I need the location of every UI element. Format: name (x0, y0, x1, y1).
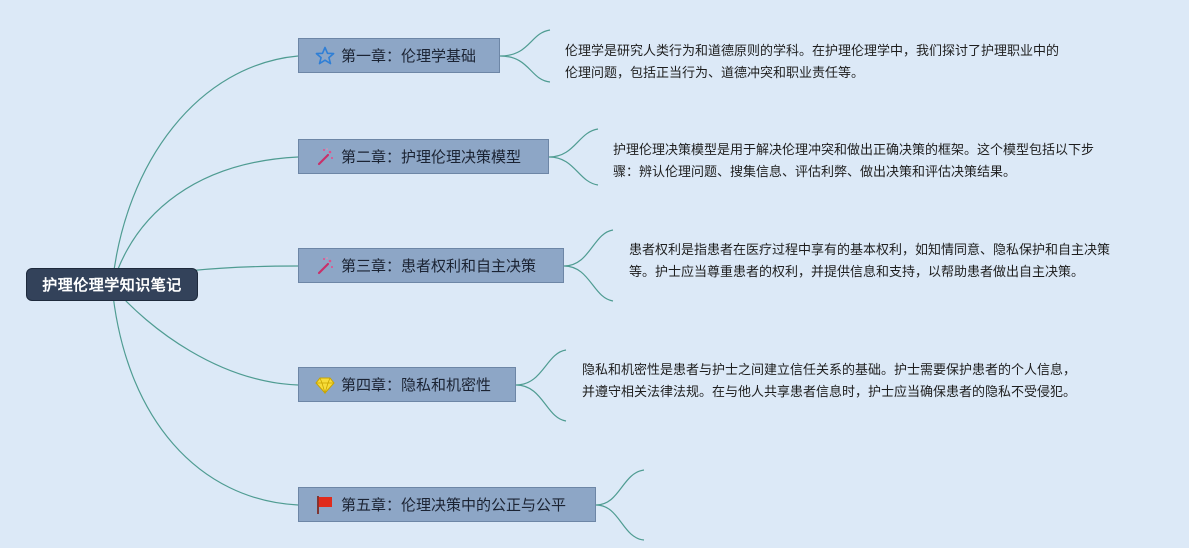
chapter-4-bracket (515, 349, 567, 422)
chapter-node-1[interactable]: 第一章：伦理学基础 (298, 38, 500, 73)
chapter-description-3: 患者权利是指患者在医疗过程中享有的基本权利，如知情同意、隐私保护和自主决策等。护… (629, 243, 1111, 280)
chapter-description-4: 隐私和机密性是患者与护士之间建立信任关系的基础。护士需要保护患者的个人信息，并遵… (582, 363, 1077, 400)
chapter-node-4[interactable]: 第四章：隐私和机密性 (298, 367, 516, 402)
star-icon (315, 46, 335, 66)
magic-wand-icon (315, 147, 335, 167)
chapter-label-4: 第四章：隐私和机密性 (341, 376, 492, 394)
chapter-5-bracket (595, 469, 645, 541)
root-to-chapter-5-line (111, 285, 299, 506)
flag-icon (315, 495, 335, 515)
chapter-label-2: 第二章：护理伦理决策模型 (341, 148, 522, 166)
chapter-label-1: 第一章：伦理学基础 (341, 47, 477, 65)
chapter-description-2: 护理伦理决策模型是用于解决伦理冲突和做出正确决策的框架。这个模型包括以下步骤：辨… (613, 143, 1095, 180)
root-node[interactable]: 护理伦理学知识笔记 (26, 268, 198, 301)
chapter-node-2[interactable]: 第二章：护理伦理决策模型 (298, 139, 549, 174)
chapter-label-5: 第五章：伦理决策中的公正与公平 (341, 496, 567, 514)
chapter-description-1: 伦理学是研究人类行为和道德原则的学科。在护理伦理学中，我们探讨了护理职业中的伦理… (565, 44, 1060, 81)
chapter-2-bracket (548, 128, 599, 186)
root-to-chapter-4-line (111, 285, 299, 386)
magic-wand-icon (315, 256, 335, 276)
chapter-3-bracket (563, 229, 614, 302)
root-to-chapter-2-line (111, 156, 299, 287)
chapter-1-bracket (499, 29, 551, 83)
chapter-node-3[interactable]: 第三章：患者权利和自主决策 (298, 248, 564, 283)
diamond-icon (315, 375, 335, 395)
chapter-label-3: 第三章：患者权利和自主决策 (341, 257, 537, 275)
chapter-node-5[interactable]: 第五章：伦理决策中的公正与公平 (298, 487, 596, 522)
root-to-chapter-1-line (111, 55, 299, 287)
